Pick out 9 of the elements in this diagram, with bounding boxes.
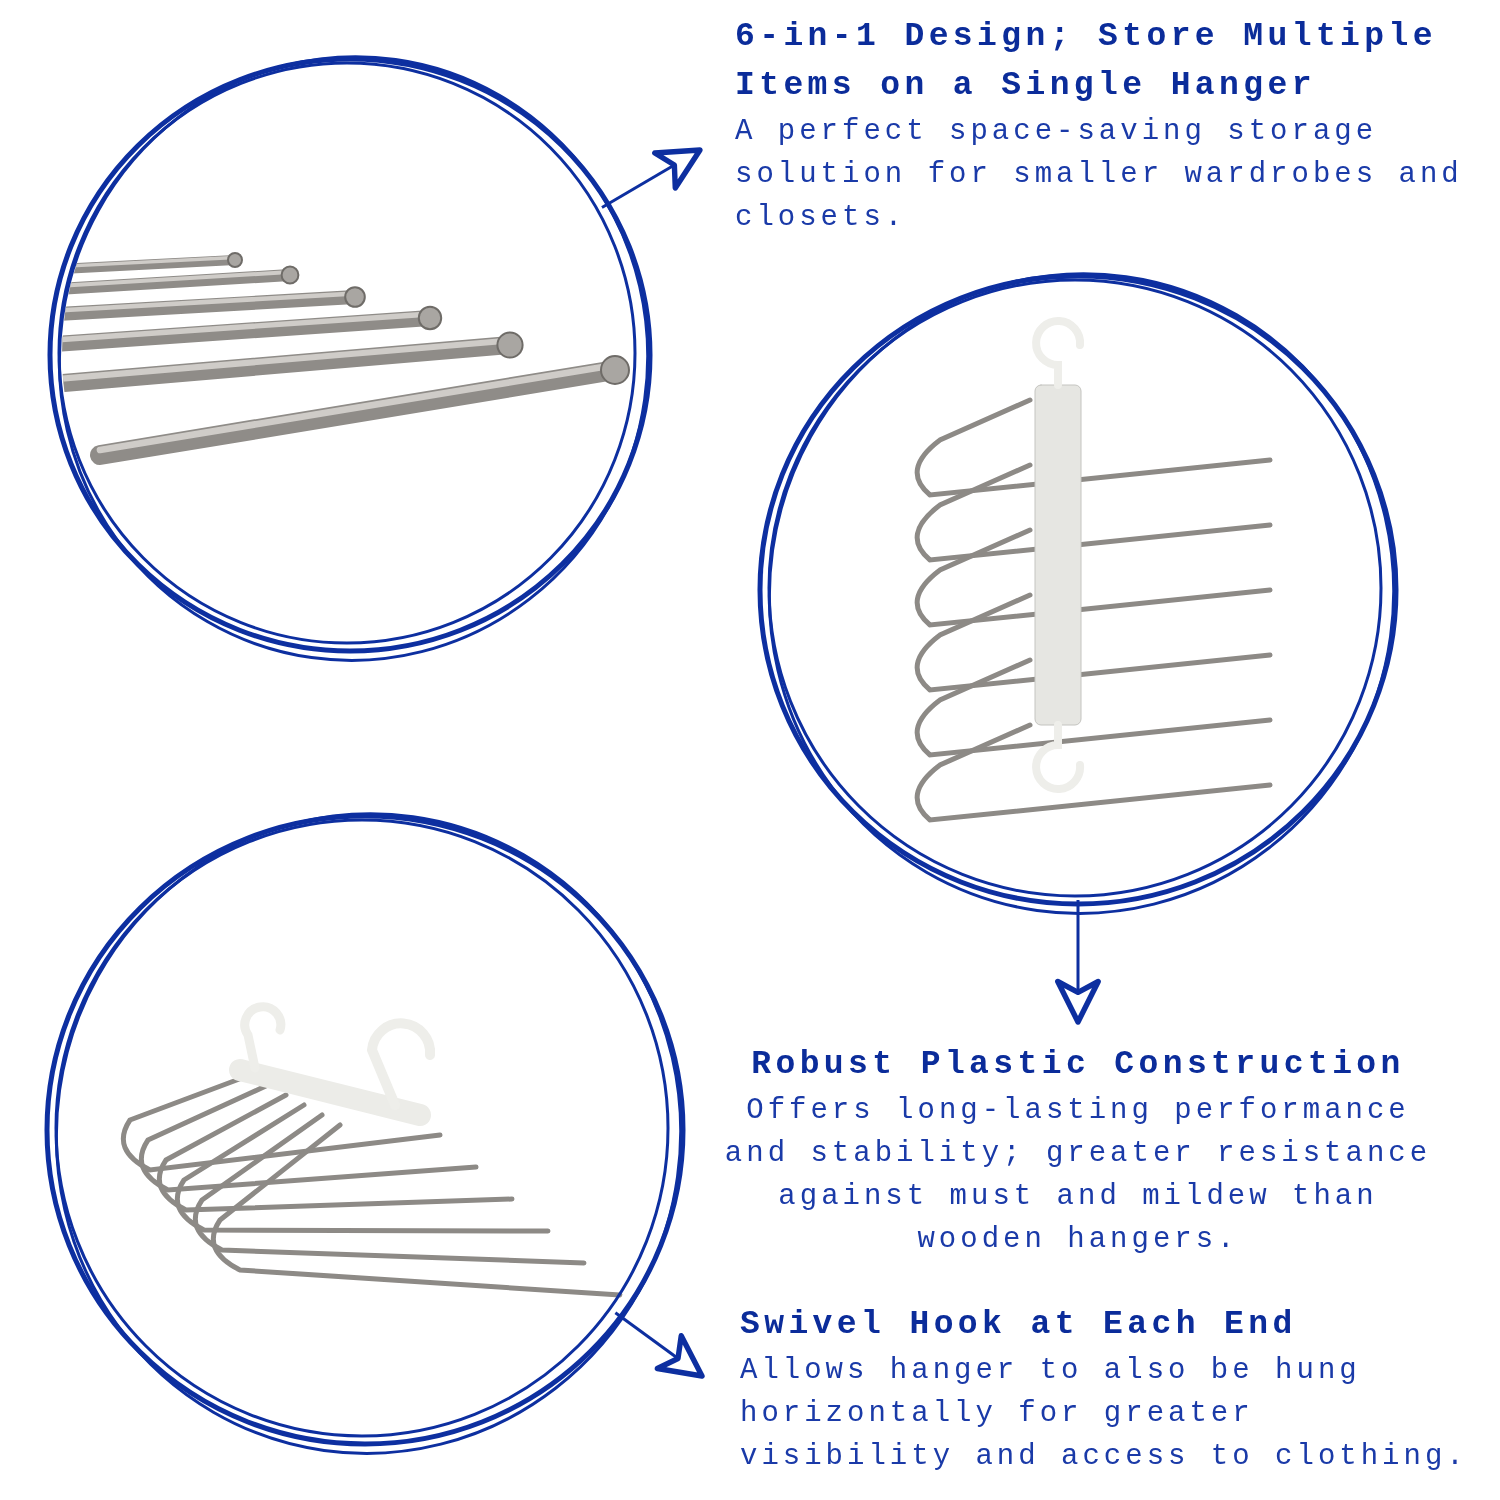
feature-description: Offers long-lasting performance and stability; greater resistance against must and mildew than wooden hangers. (723, 1093, 1433, 1258)
arrow (614, 1311, 705, 1379)
feature-heading: Robust Plastic Construction (750, 1045, 1406, 1085)
feature-heading: Swivel Hook at Each End (740, 1305, 1298, 1345)
feature-heading: 6-in-1 Design; Store Multiple Items on a Single Hanger (735, 17, 1438, 106)
arrow (1055, 900, 1101, 1025)
feature-description: Allows hanger to also be hung horizontally for greater visibility and access to clothing. (740, 1353, 1469, 1475)
feature-description: A perfect space-saving storage solution for smaller wardrobes and closets. (735, 114, 1464, 236)
arrow (601, 147, 703, 209)
